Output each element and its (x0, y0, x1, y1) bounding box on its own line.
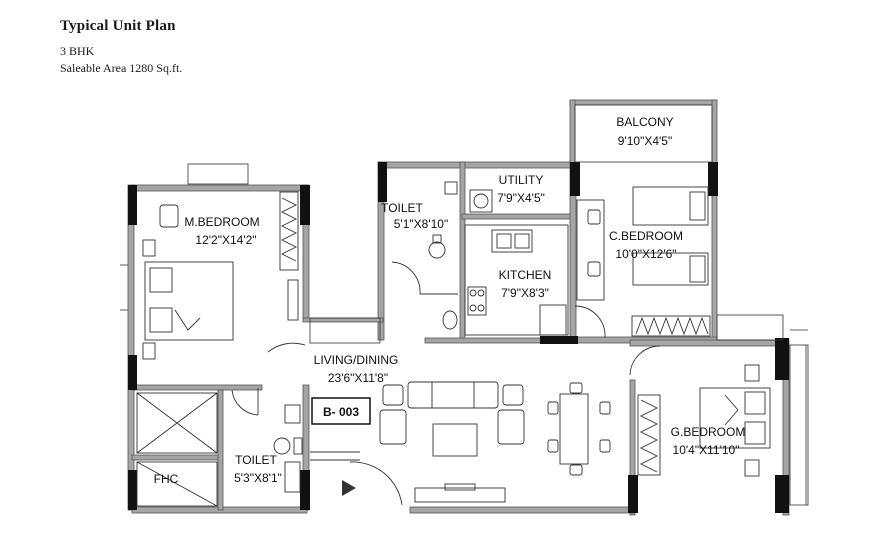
toilet2-name: TOILET (235, 453, 277, 467)
c-bed-2 (632, 252, 709, 286)
living-name: LIVING/DINING (314, 353, 399, 367)
guest-bed (699, 387, 771, 449)
unit-number-box (311, 397, 371, 425)
coffee-table (432, 423, 478, 457)
sofa (407, 381, 499, 409)
outlines (120, 104, 809, 506)
kitchen-sink (491, 229, 533, 253)
kitchen-size: 7'9"X8'3" (501, 286, 549, 300)
page-title: Typical Unit Plan (60, 18, 176, 34)
room-labels: BALCONY 9'10"X4'5" UTILITY 7'9"X4'5" TOI… (154, 115, 746, 486)
saleable-area: Saleable Area 1280 Sq.ft. (60, 61, 183, 75)
master-bed (144, 261, 234, 341)
master-bedroom-size: 12'2"X14'2" (195, 233, 256, 247)
balcony-name: BALCONY (616, 115, 673, 129)
dining-table (559, 393, 589, 465)
plan-header: Typical Unit Plan 3 BHK Saleable Area 12… (60, 18, 182, 77)
utility-name: UTILITY (499, 173, 544, 187)
g-bedroom-size: 10'4"X11'10" (673, 443, 740, 457)
toilet1-name: TOILET (381, 201, 423, 215)
entry-arrow (342, 480, 356, 496)
tv-unit (414, 487, 506, 503)
c-bedroom-name: C.BEDROOM (609, 229, 683, 243)
living-size: 23'6"X11'8" (328, 371, 388, 385)
unit-number: B- 003 (323, 405, 359, 419)
furniture (136, 181, 771, 507)
toilet2-size: 5'3"X8'1" (234, 471, 282, 485)
master-wardrobe (279, 191, 299, 271)
toilet1-size: 5'1"X8'10" (394, 217, 448, 231)
wc-1 (428, 241, 446, 259)
c-bed-1 (632, 186, 709, 226)
fhc-label: FHC (154, 472, 179, 486)
unit-type: 3 BHK (60, 44, 95, 58)
kitchen-hob (467, 286, 487, 316)
master-bedroom-name: M.BEDROOM (184, 215, 259, 229)
kitchen-name: KITCHEN (499, 268, 552, 282)
columns (128, 162, 789, 513)
utility-size: 7'9"X4'5" (497, 191, 545, 205)
g-bedroom-name: G.BEDROOM (671, 425, 746, 439)
balcony-size: 9'10"X4'5" (618, 134, 672, 148)
plan-subtitle: 3 BHK Saleable Area 1280 Sq.ft. (60, 43, 182, 77)
kitchen-counter (464, 224, 569, 336)
c-bedroom-size: 10'0"X12'6" (615, 247, 676, 261)
